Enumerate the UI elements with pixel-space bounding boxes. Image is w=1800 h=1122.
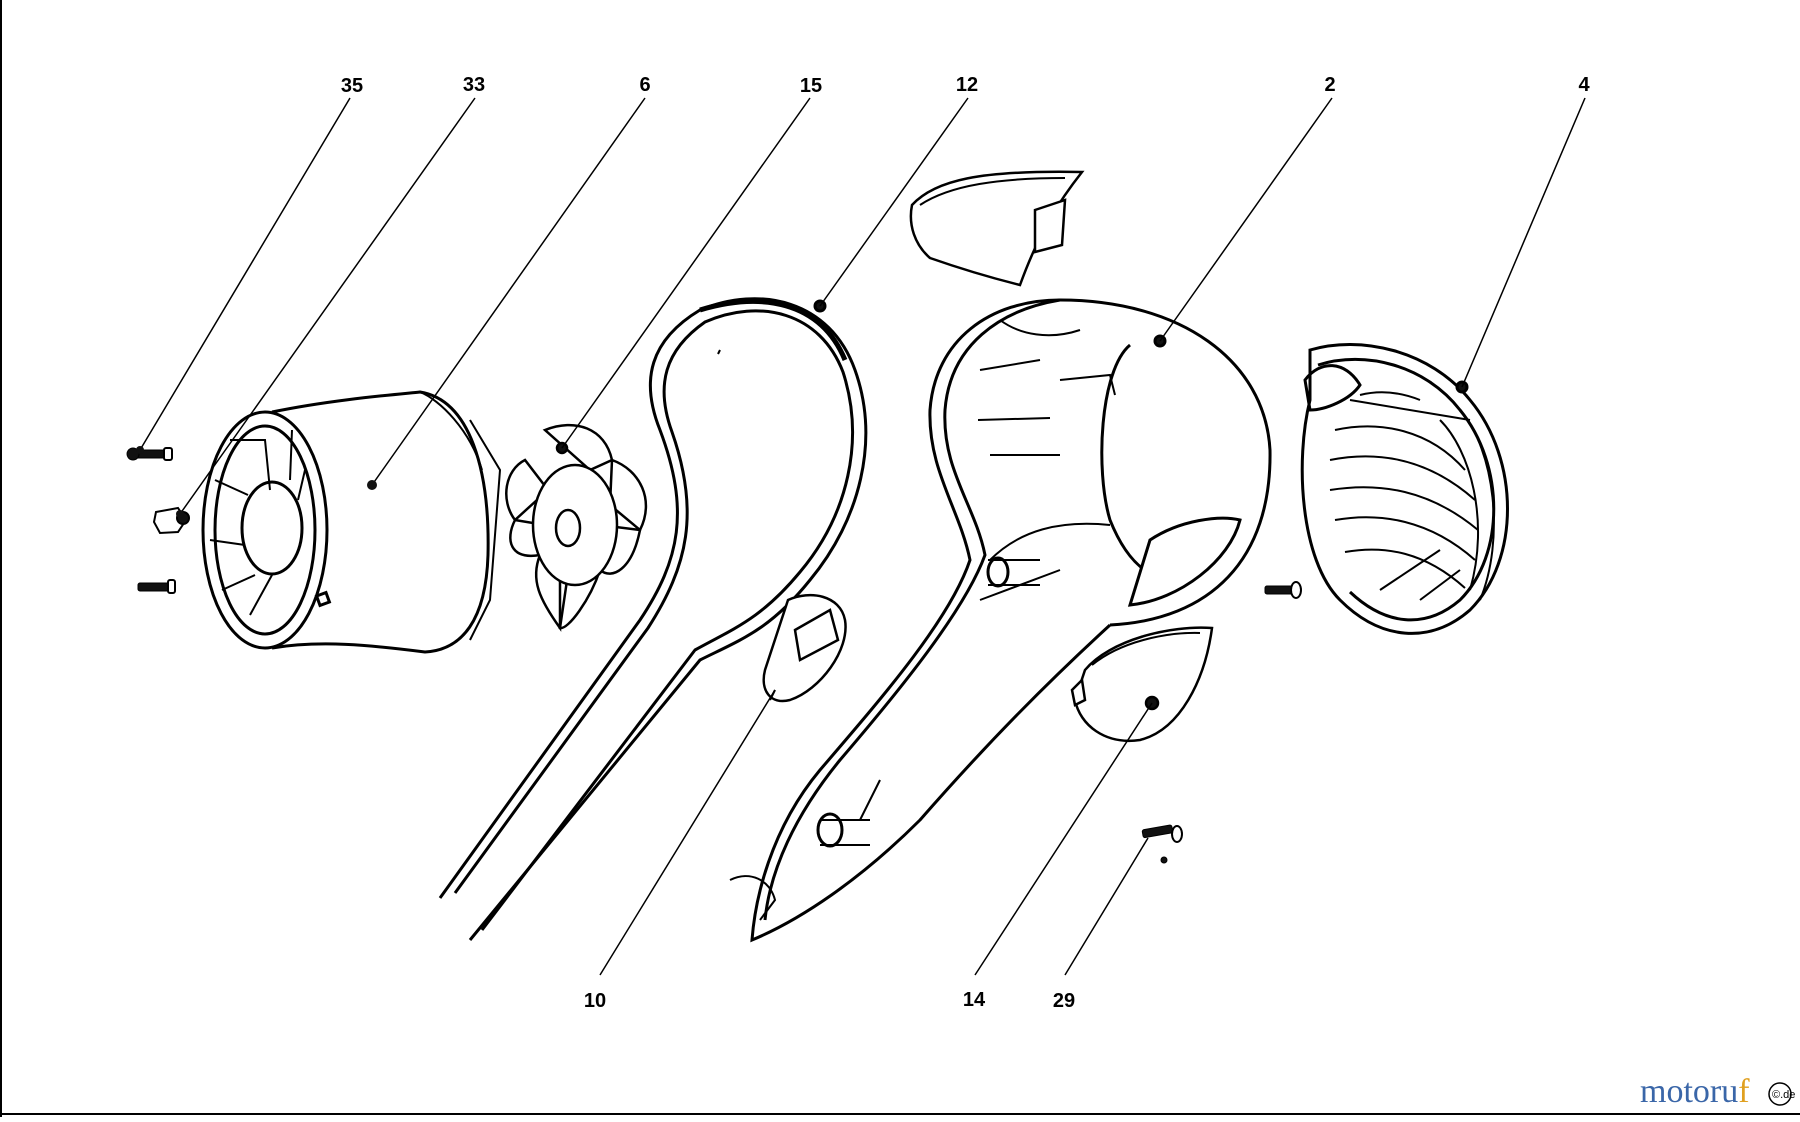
logo-text-orange: f xyxy=(1738,1073,1750,1110)
leader-10 xyxy=(599,689,776,976)
callout-14: 14 xyxy=(963,989,986,1011)
rear-grille xyxy=(1300,343,1509,635)
logo-text-blue: motoru xyxy=(1640,1073,1738,1110)
top-cover xyxy=(909,170,1085,287)
leader-dots xyxy=(136,446,377,518)
leader-29 xyxy=(1064,837,1149,976)
side-cover xyxy=(1070,626,1214,743)
callout-2: 2 xyxy=(1324,74,1335,96)
leader-12 xyxy=(819,97,969,307)
screw-right xyxy=(1264,581,1302,599)
callout-6: 6 xyxy=(639,74,650,96)
screw-left-lower xyxy=(137,579,176,594)
callout-12: 12 xyxy=(956,74,978,96)
switch xyxy=(762,593,847,703)
leader-33 xyxy=(179,97,476,515)
callout-15: 15 xyxy=(800,75,822,97)
callout-4: 4 xyxy=(1578,74,1590,96)
fan-blade xyxy=(505,423,648,632)
callout-33: 33 xyxy=(463,74,485,96)
screw-29 xyxy=(1141,824,1183,864)
leader-15 xyxy=(561,97,811,449)
watermark-logo: motoruf ©.de xyxy=(1640,1073,1795,1110)
screw-35 xyxy=(126,447,173,461)
leader-6 xyxy=(371,97,646,486)
callout-29: 29 xyxy=(1053,990,1075,1012)
leader-14 xyxy=(974,702,1153,976)
callout-labels: 35 33 6 15 12 2 4 10 14 29 xyxy=(341,74,1591,1012)
callout-10: 10 xyxy=(584,990,606,1012)
leader-35 xyxy=(139,97,351,451)
leader-4 xyxy=(1461,97,1586,388)
leader-2 xyxy=(1159,97,1333,342)
nut-33 xyxy=(152,506,190,535)
copyright-text: ©.de xyxy=(1772,1089,1795,1101)
leader-lines xyxy=(139,97,1586,976)
housing-half-right xyxy=(729,298,1272,943)
fan-housing xyxy=(201,390,502,654)
callout-35: 35 xyxy=(341,75,363,97)
svg-text:motoruf: motoruf xyxy=(1640,1073,1750,1110)
copyright-icon xyxy=(1768,1082,1792,1106)
